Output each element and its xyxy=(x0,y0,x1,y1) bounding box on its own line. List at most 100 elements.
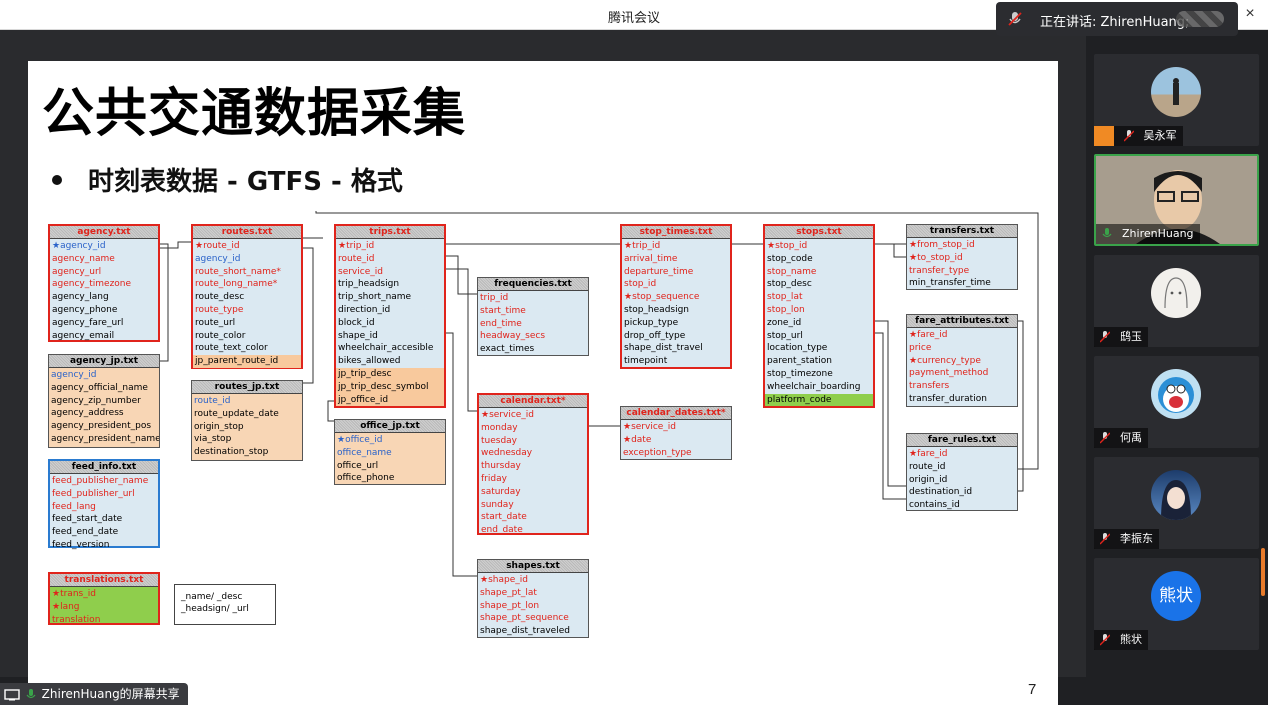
participant-panel: 吴永军 ZhirenHuang 鸱玉 xyxy=(1086,30,1268,677)
table-field: timepoint xyxy=(624,356,668,367)
table-field: contains_id xyxy=(909,500,960,511)
table-field: ★route_id xyxy=(195,241,240,251)
table-field: ★office_id xyxy=(337,435,383,445)
table-field: feed_publisher_name xyxy=(52,476,149,486)
participant-tile[interactable]: 何禹 xyxy=(1094,356,1259,448)
table-field: transfer_duration xyxy=(909,393,987,404)
table-field: ★date xyxy=(623,434,652,445)
table-field: wheelchair_accesible xyxy=(338,343,434,354)
table-field: jp_trip_desc_symbol xyxy=(336,380,444,394)
screen-share-icon xyxy=(4,688,20,700)
table-field: min_transfer_time xyxy=(909,278,991,289)
table-field: departure_time xyxy=(624,266,694,277)
participant-avatar xyxy=(1151,369,1201,419)
table-field: wednesday xyxy=(481,448,533,459)
table-header: translations.txt xyxy=(50,574,158,587)
table-calendar-dates: calendar_dates.txt* ★service_id ★date ex… xyxy=(620,406,732,460)
table-header: calendar_dates.txt* xyxy=(621,407,731,420)
table-fare-rules: fare_rules.txt ★fare_id route_id origin_… xyxy=(906,433,1018,511)
speaking-indicator: 正在讲话: ZhirenHuang; xyxy=(996,2,1238,36)
table-header: routes_jp.txt xyxy=(192,381,302,394)
participant-name: 何禹 xyxy=(1120,431,1142,444)
cartoon-cat-icon xyxy=(1158,377,1194,413)
participant-tile[interactable]: 熊状 熊状 xyxy=(1094,558,1259,650)
table-field: agency_official_name xyxy=(51,382,148,393)
table-agency: agency.txt ★agency_id agency_name agency… xyxy=(48,224,160,342)
table-field: route_id xyxy=(909,461,946,472)
table-trips: trips.txt ★trip_id route_id service_id t… xyxy=(334,224,446,408)
table-fare-attributes: fare_attributes.txt ★fare_id price ★curr… xyxy=(906,314,1018,407)
table-field: route_id xyxy=(194,396,231,406)
mic-active-icon xyxy=(26,688,36,698)
close-icon[interactable]: × xyxy=(1245,5,1255,22)
table-field: ★agency_id xyxy=(52,241,106,251)
table-field: transfers xyxy=(909,381,950,392)
table-field: bikes_allowed xyxy=(338,356,401,367)
note-box: _name/ _desc _headsign/ _url xyxy=(174,584,276,625)
bullet-dot xyxy=(52,174,62,185)
table-field: route_color xyxy=(195,330,246,341)
table-field: location_type xyxy=(767,343,828,354)
table-field: shape_dist_traveled xyxy=(480,626,570,637)
user-icon xyxy=(1094,126,1114,146)
table-field: ★stop_sequence xyxy=(624,292,700,303)
table-field: jp_office_id xyxy=(336,393,444,407)
scrollbar-thumb[interactable] xyxy=(1261,548,1265,596)
participant-tile-active[interactable]: ZhirenHuang xyxy=(1094,154,1259,246)
table-routes: routes.txt ★route_id agency_id route_sho… xyxy=(191,224,303,369)
table-field: agency_name xyxy=(52,253,115,264)
table-field: saturday xyxy=(481,486,521,497)
table-field: stop_name xyxy=(767,266,817,277)
table-field: trip_id xyxy=(480,293,509,303)
table-field: shape_pt_lon xyxy=(480,600,540,611)
table-field: shape_pt_lat xyxy=(480,587,537,598)
bullet-text: 时刻表数据 - GTFS - 格式 xyxy=(88,167,403,197)
table-field: stop_url xyxy=(767,330,803,341)
table-field: friday xyxy=(481,473,507,484)
table-field: office_url xyxy=(337,460,379,471)
table-field: price xyxy=(909,342,932,353)
participant-name: 李振东 xyxy=(1120,532,1153,545)
participant-tile[interactable]: 鸱玉 xyxy=(1094,255,1259,347)
table-field: feed_end_date xyxy=(52,527,119,538)
table-field: agency_url xyxy=(52,266,102,277)
table-field: direction_id xyxy=(338,304,391,315)
screen-share-text: ZhirenHuang的屏幕共享 xyxy=(41,687,180,701)
table-field: destination_id xyxy=(909,487,973,498)
table-header: agency.txt xyxy=(50,226,158,239)
table-field: ★trip_id xyxy=(624,241,661,251)
table-field: route_short_name* xyxy=(195,266,281,277)
mic-active-icon xyxy=(1102,228,1112,238)
speaker-avatar-blur xyxy=(1176,11,1224,27)
table-field: stop_desc xyxy=(767,279,812,290)
table-field: tuesday xyxy=(481,435,518,446)
table-field: exact_times xyxy=(480,344,535,355)
table-field: service_id xyxy=(338,266,383,277)
table-field: zone_id xyxy=(767,317,802,328)
table-header: shapes.txt xyxy=(478,560,588,573)
table-header: fare_attributes.txt xyxy=(907,315,1017,328)
table-field: route_url xyxy=(195,317,236,328)
table-field: ★to_stop_id xyxy=(909,252,963,263)
table-feed-info: feed_info.txt feed_publisher_name feed_p… xyxy=(48,459,160,550)
mic-muted-icon xyxy=(1100,533,1110,545)
table-field: transfer_type xyxy=(909,265,970,276)
participant-label: 何禹 xyxy=(1094,428,1148,448)
table-field: stop_id xyxy=(624,279,657,290)
table-field: feed_version xyxy=(52,539,110,550)
participant-label: 熊状 xyxy=(1094,630,1148,650)
table-field: ★lang xyxy=(52,601,80,612)
participant-tile[interactable]: 李振东 xyxy=(1094,457,1259,549)
participant-avatar: 熊状 xyxy=(1151,571,1201,621)
table-field: trip_short_name xyxy=(338,292,412,303)
participant-tile[interactable]: 吴永军 xyxy=(1094,54,1259,146)
table-field: agency_id xyxy=(195,253,241,264)
table-field: start_date xyxy=(481,512,527,523)
table-field: ★stop_id xyxy=(767,241,808,251)
table-field: drop_off_type xyxy=(624,330,686,341)
participant-label: 吴永军 xyxy=(1094,126,1183,146)
table-field: end_date xyxy=(481,525,523,536)
table-field: end_time xyxy=(480,318,522,329)
screen-share-label: ZhirenHuang的屏幕共享 xyxy=(0,683,188,705)
speaking-text: 正在讲话: ZhirenHuang; xyxy=(1040,15,1190,30)
